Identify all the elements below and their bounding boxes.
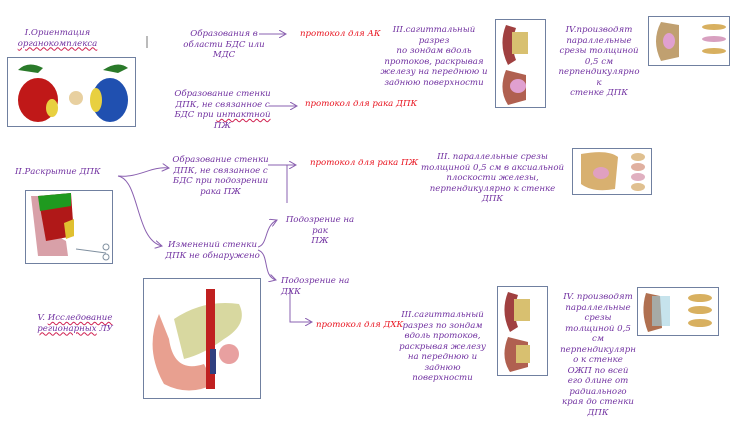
protocol-rak-dpk: протокол для рака ДПК xyxy=(305,99,418,109)
step3-sagittal-bottom: III.сагиттальный разрез по зондам вдоль … xyxy=(399,310,486,383)
arrow-to-suspect-pz xyxy=(117,168,169,177)
step4-parallel-top: IV.производят параллельные срезы толщино… xyxy=(558,25,640,98)
box-bds-mds: Образования в области БДС или МДС xyxy=(183,29,265,60)
no-changes: Изменений стенки ДПК не обнаружено xyxy=(165,240,260,261)
box-word: интактной xyxy=(216,110,271,120)
arrow-to-no-changes xyxy=(117,175,162,246)
organ-complex-image xyxy=(7,57,136,127)
parallel-cut-image-top xyxy=(648,16,730,66)
sagittal-cut-image-bottom xyxy=(497,286,548,376)
title-prefix: V. xyxy=(37,313,48,323)
title-word: органокомплекса xyxy=(17,38,98,49)
arrow-to-protocol-dhk xyxy=(289,288,312,322)
title-word2: регионарных xyxy=(37,323,97,334)
regional-lymph-nodes-image xyxy=(143,278,261,399)
box-intact-pz: Образование стенки ДПК, не связанное с Б… xyxy=(170,89,275,131)
protocol-ak: протокол для АК xyxy=(300,29,381,39)
box-suspect-pz: Образование стенки ДПК, не связанное с Б… xyxy=(172,155,269,197)
step4-parallel-bottom: IV. производят параллельные срезы толщин… xyxy=(560,292,636,418)
suspect-dhk: Подозрение на ДХК xyxy=(281,276,350,297)
parallel-cut-image-bottom xyxy=(637,287,719,336)
title-word1: Исследование xyxy=(47,313,113,323)
arrow-to-suspect-dhk xyxy=(257,249,276,280)
protocol-rak-pz: протокол для рака ПЖ xyxy=(310,158,419,168)
sagittal-cut-image-top xyxy=(495,19,546,108)
title-text: I.Ориентация xyxy=(24,28,91,38)
step3-axial: III. параллельные срезы толщиной 0,5 см … xyxy=(420,152,565,204)
title-suffix: ЛУ xyxy=(96,323,113,334)
section2-title: II.Раскрытие ДПК xyxy=(15,167,101,177)
box-text: Образование стенки ДПК, не связанное с Б… xyxy=(174,89,271,120)
box-text-end: ПЖ xyxy=(213,120,232,131)
axial-cut-image xyxy=(572,148,652,195)
suspect-rak-pz: Подозрение на рак ПЖ xyxy=(285,215,355,246)
protocol-dhk: протокол для ДХК xyxy=(316,320,404,330)
step3-sagittal-top: III.сагиттальный разрез по зондам вдоль … xyxy=(380,25,488,88)
duodenum-opening-image xyxy=(25,190,113,264)
arrow-to-suspect-rak-pz xyxy=(257,220,277,248)
